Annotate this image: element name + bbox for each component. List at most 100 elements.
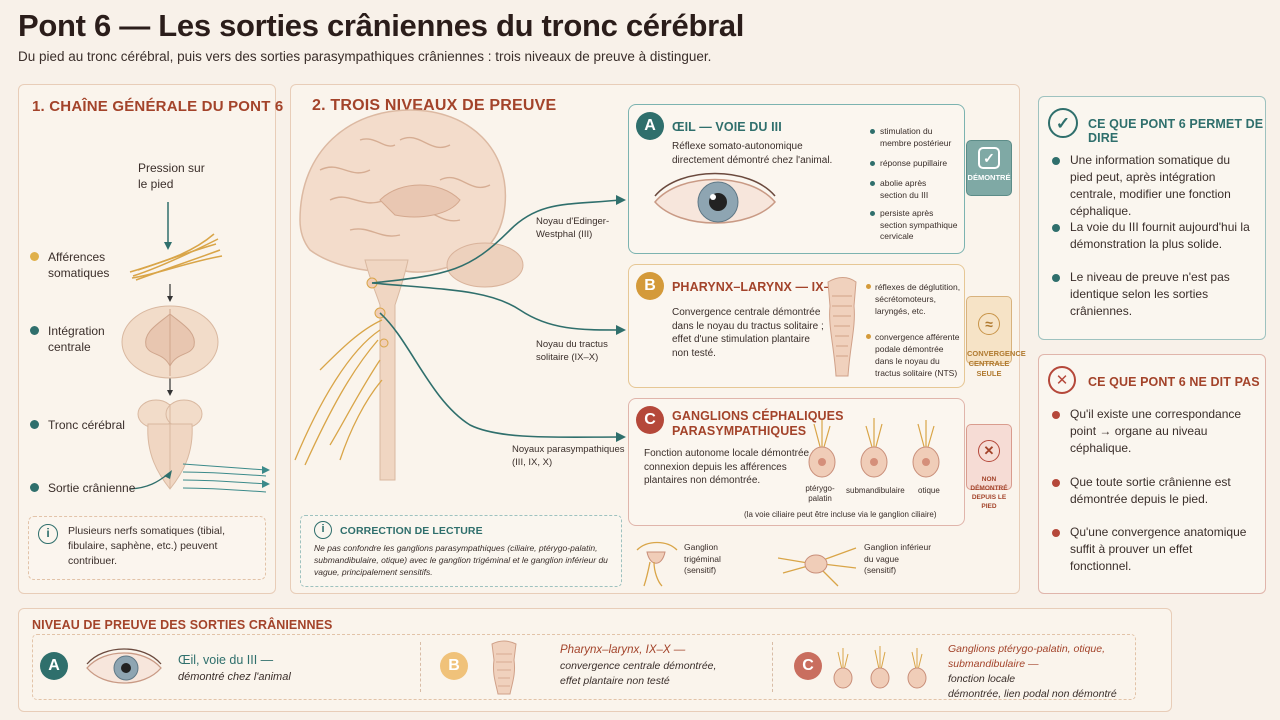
card-b-item-1: réflexes de déglutition, sécrétomoteurs,… — [875, 282, 961, 316]
chain-note-box — [28, 516, 266, 580]
nerve-fibers-icon — [129, 233, 223, 281]
eye-icon — [86, 648, 162, 684]
denies-bullet-2 — [1052, 479, 1060, 487]
page-title: Pont 6 — Les sorties crâniennes du tronc… — [18, 8, 745, 43]
chain-drawing — [121, 202, 270, 493]
summary-a-title: Œil, voie du III — — [178, 653, 274, 667]
card-a-text: Réflexe somato-autonomique directement d… — [672, 141, 833, 166]
card-c-title: GANGLIONS CÉPHALIQUES PARASYMPATHIQUES — [672, 409, 844, 438]
card-b — [628, 264, 965, 388]
correction-ganglion-2: Ganglion inférieur du vague (sensitif) — [864, 542, 932, 575]
denies-title: CE QUE PONT 6 NE DIT PAS — [1088, 375, 1260, 389]
card-c — [628, 398, 965, 526]
nucleus-ew: Noyau d'Edinger- Westphal (III) — [536, 216, 610, 240]
info-icon: i — [38, 524, 58, 544]
ganglion-icons — [833, 646, 927, 689]
summary-title: NIVEAU DE PREUVE DES SORTIES CRÂNIENNES — [32, 618, 333, 632]
allows-panel — [1038, 96, 1266, 340]
nucleus-parasympathetic: Noyaux parasympathiques (III, IX, X) — [512, 444, 625, 468]
allows-item-1: Une information somatique du pied peut, … — [1070, 153, 1231, 218]
summary-c-title: Ganglions ptérygo-palatin, otique, subma… — [948, 643, 1106, 670]
ganglion-icons — [808, 418, 940, 478]
check-icon: ✓ — [1048, 108, 1078, 138]
card-c-footnote: (la voie ciliaire peut être incluse via … — [744, 510, 937, 519]
chain-note: Plusieurs nerfs somatiques (tibial, fibu… — [68, 525, 225, 567]
card-a-stamp: ✓ DÉMONTRÉ — [966, 140, 1012, 196]
ganglion-label-3: otique — [918, 486, 940, 495]
card-a-bullet-3 — [870, 181, 875, 186]
correction-title: CORRECTION DE LECTURE — [340, 525, 483, 537]
cross-icon: ✕ — [978, 440, 1000, 462]
card-a-bullet-4 — [870, 211, 875, 216]
summary-b-text: convergence centrale démontrée, effet pl… — [560, 660, 717, 687]
brainstem-icon — [137, 399, 203, 490]
denies-bullet-1 — [1052, 411, 1060, 419]
chain-bullet-2 — [30, 326, 39, 335]
card-a-item-3: abolie après section du III — [880, 178, 929, 200]
card-b-stamp: ≈ CONVERGENCE CENTRALE SEULE — [966, 296, 1026, 378]
approx-icon: ≈ — [978, 313, 1000, 335]
card-a-bullet-1 — [870, 129, 875, 134]
allows-item-3: Le niveau de preuve n'est pas identique … — [1070, 270, 1230, 318]
allows-bullet-2 — [1052, 224, 1060, 232]
correction-box — [300, 515, 622, 587]
card-c-badge: C — [636, 406, 664, 434]
card-c-stamp: ✕ NON DÉMONTRÉ DEPUIS LE PIED — [966, 424, 1012, 510]
brain-drawing — [294, 109, 626, 481]
chain-bullet-3 — [30, 420, 39, 429]
summary-a-badge: A — [40, 652, 68, 680]
summary-a-text: démontré chez l'animal — [178, 671, 291, 683]
ganglion-label-1: ptérygo- palatin — [805, 484, 835, 503]
card-b-text: Convergence centrale démontrée dans le n… — [672, 307, 824, 359]
chain-title: 1. CHAÎNE GÉNÉRALE DU PONT 6 — [32, 98, 284, 115]
cross-icon: ✕ — [1048, 366, 1076, 394]
card-c-text: Fonction autonome locale démontrée ; con… — [644, 448, 815, 486]
correction-ganglion-1: Ganglion trigéminal (sensitif) — [684, 542, 721, 575]
card-a-stamp-label: DÉMONTRÉ — [967, 173, 1011, 182]
larynx-icon — [491, 640, 517, 695]
chain-bullet-1 — [30, 252, 39, 261]
card-b-title: PHARYNX–LARYNX — IX–X — [672, 280, 840, 294]
card-b-badge: B — [636, 272, 664, 300]
vagus-ganglion-icon — [778, 547, 857, 587]
card-b-bullet-1 — [866, 284, 871, 289]
allows-bullet-3 — [1052, 274, 1060, 282]
card-a-bullet-2 — [870, 161, 875, 166]
allows-bullet-1 — [1052, 157, 1060, 165]
denies-item-2: Que toute sortie crânienne est démontrée… — [1070, 475, 1231, 506]
pressure-label: Pression sur le pied — [138, 161, 205, 191]
nucleus-nts: Noyau du tractus solitaire (IX–X) — [536, 339, 608, 363]
levels-title: 2. TROIS NIVEAUX DE PREUVE — [312, 97, 557, 114]
chain-step-3: Tronc cérébral — [48, 418, 125, 432]
card-a-item-4: persiste après section sympathique cervi… — [880, 208, 958, 241]
trigeminal-ganglion-icon — [636, 541, 678, 587]
chain-step-2: Intégration centrale — [48, 324, 105, 354]
eye-icon — [654, 172, 776, 224]
info-icon: i — [314, 521, 332, 539]
check-icon: ✓ — [978, 147, 1000, 169]
spinal-cord-icon — [121, 305, 219, 379]
card-b-item-2: convergence afférente podale démontrée d… — [875, 332, 960, 378]
larynx-icon — [827, 277, 857, 377]
page-subtitle: Du pied au tronc cérébral, puis vers des… — [18, 49, 712, 64]
summary-b-title: Pharynx–larynx, IX–X — — [560, 644, 686, 656]
allows-item-2: La voie du III fournit aujourd'hui la dé… — [1070, 220, 1250, 251]
summary-divider-1 — [420, 642, 421, 692]
denies-panel — [1038, 354, 1266, 594]
card-c-stamp-label: NON DÉMONTRÉ DEPUIS LE PIED — [970, 476, 1008, 510]
card-a-badge: A — [636, 112, 664, 140]
denies-item-1: Qu'il existe une correspondance point → … — [1070, 407, 1242, 455]
denies-bullet-3 — [1052, 529, 1060, 537]
card-a — [628, 104, 965, 254]
chain-step-4: Sortie crânienne — [48, 481, 136, 495]
correction-text: Ne pas confondre les ganglions parasympa… — [314, 543, 608, 577]
summary-panel — [18, 608, 1172, 712]
chain-step-1: Afférences somatiques — [48, 250, 110, 280]
brain-icon — [299, 109, 524, 481]
card-a-item-2: réponse pupillaire — [880, 158, 948, 168]
card-a-title: ŒIL — VOIE DU III — [672, 120, 782, 134]
ganglion-label-2: submandibulaire — [846, 486, 905, 495]
allows-title: CE QUE PONT 6 PERMET DE DIRE — [1088, 117, 1264, 145]
card-a-item-1: stimulation du membre postérieur — [880, 126, 952, 148]
card-b-stamp-label: CONVERGENCE CENTRALE SEULE — [967, 349, 1026, 378]
